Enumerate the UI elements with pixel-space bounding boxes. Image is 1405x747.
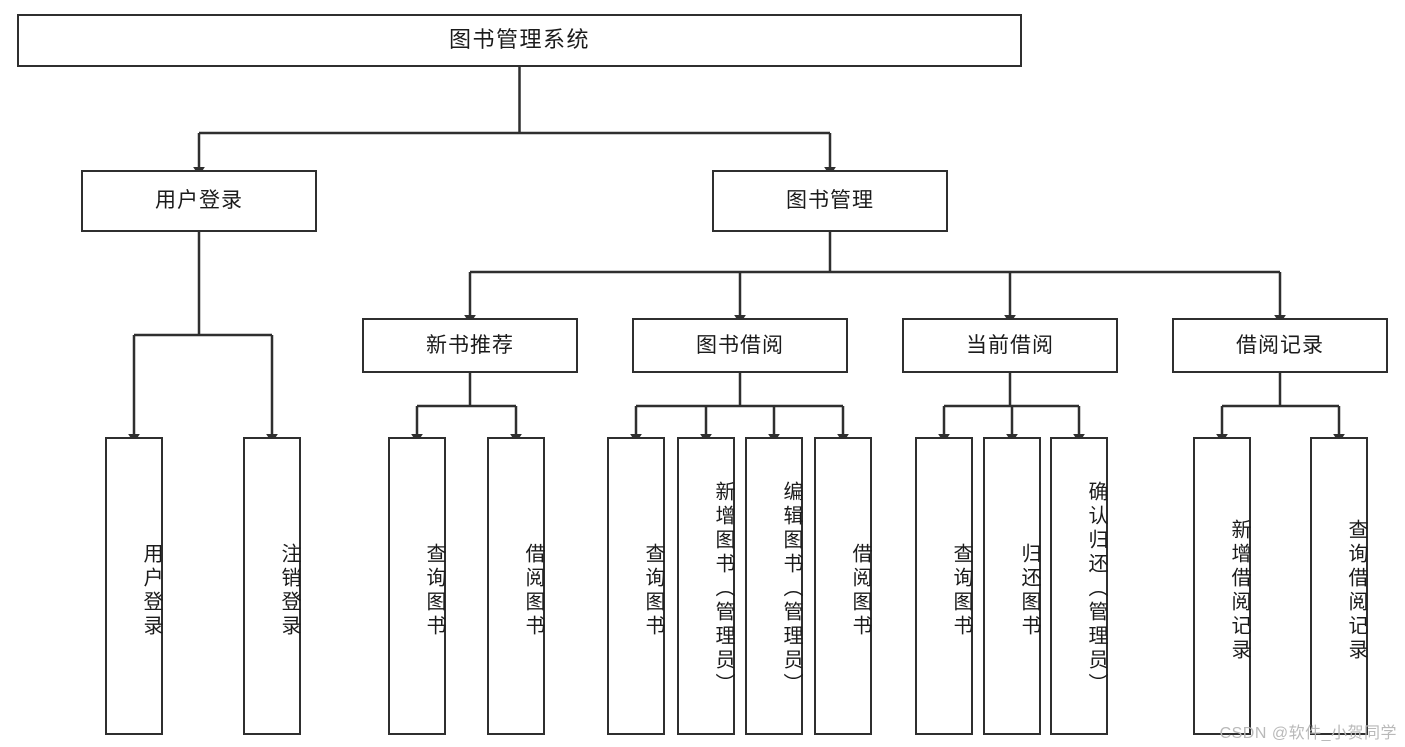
node-borrow-record: 借阅记录 — [1172, 318, 1388, 373]
node-label: 图书借阅 — [696, 333, 784, 357]
node-label: 用户登录 — [155, 189, 243, 213]
node-label: 用户登录 — [140, 543, 162, 639]
node-label: 编辑图书（管理员） — [780, 481, 802, 697]
node-book-borrow: 图书借阅 — [632, 318, 848, 373]
node-label: 新增借阅记录 — [1228, 519, 1250, 663]
node-label: 图书管理系统 — [448, 27, 590, 53]
node-leaf-return-book: 归还图书 — [983, 437, 1041, 735]
node-leaf-add-record: 新增借阅记录 — [1193, 437, 1251, 735]
node-label: 图书管理 — [786, 189, 874, 213]
node-leaf-add-book: 新增图书（管理员） — [677, 437, 735, 735]
node-label: 当前借阅 — [966, 333, 1054, 357]
node-label: 借阅图书 — [849, 543, 871, 639]
node-book-manage: 图书管理 — [712, 170, 948, 232]
node-label: 确认归还（管理员） — [1085, 481, 1107, 697]
node-label: 查询图书 — [642, 543, 664, 639]
node-leaf-user-login: 用户登录 — [105, 437, 163, 735]
node-label: 查询图书 — [950, 543, 972, 639]
watermark-text: CSDN @软件_小贺同学 — [1219, 725, 1397, 742]
node-leaf-logout: 注销登录 — [243, 437, 301, 735]
node-user-login: 用户登录 — [81, 170, 317, 232]
node-leaf-borrow-book: 借阅图书 — [814, 437, 872, 735]
node-label: 新书推荐 — [426, 333, 514, 357]
node-label: 借阅图书 — [522, 543, 544, 639]
node-current-borrow: 当前借阅 — [902, 318, 1118, 373]
node-leaf-borrow-book-new: 借阅图书 — [487, 437, 545, 735]
node-leaf-edit-book: 编辑图书（管理员） — [745, 437, 803, 735]
node-leaf-query-record: 查询借阅记录 — [1310, 437, 1368, 735]
node-label: 查询借阅记录 — [1345, 519, 1367, 663]
node-label: 借阅记录 — [1236, 333, 1324, 357]
node-leaf-query-book-current: 查询图书 — [915, 437, 973, 735]
node-root: 图书管理系统 — [17, 14, 1022, 67]
node-label: 归还图书 — [1018, 543, 1040, 639]
node-new-book-recommend: 新书推荐 — [362, 318, 578, 373]
node-label: 查询图书 — [423, 543, 445, 639]
node-leaf-confirm-return: 确认归还（管理员） — [1050, 437, 1108, 735]
node-label: 新增图书（管理员） — [712, 481, 734, 697]
node-label: 注销登录 — [278, 543, 300, 639]
node-leaf-query-book-new: 查询图书 — [388, 437, 446, 735]
node-leaf-query-book-borrow: 查询图书 — [607, 437, 665, 735]
